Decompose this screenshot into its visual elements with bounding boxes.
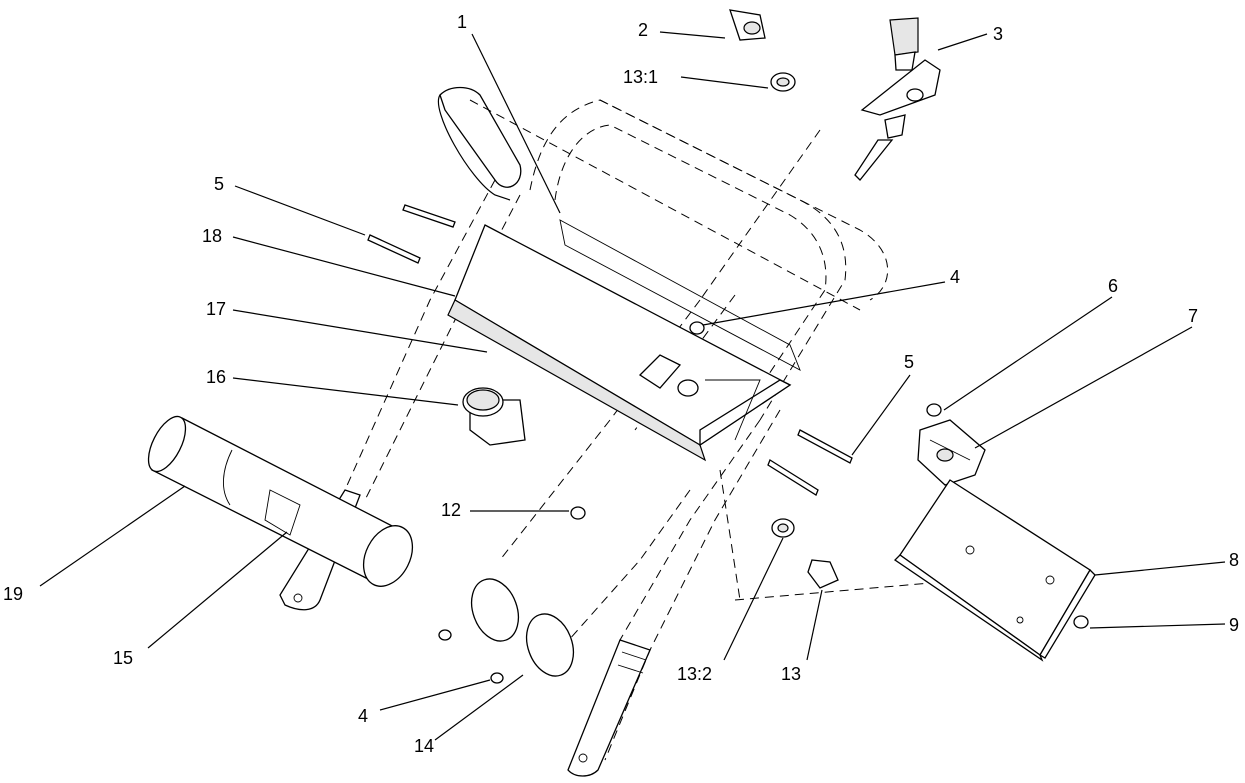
callout-7: 7 [1188,306,1198,326]
leader-lines [39,31,1226,741]
indicator-light [771,518,839,589]
callout-9: 9 [1229,615,1239,635]
hose-clamps [470,578,575,677]
callout-13: 13 [781,664,801,684]
callout-1: 1 [457,12,467,32]
bolts [367,204,853,496]
callout-16: 16 [206,367,226,387]
callout-15: 15 [113,648,133,668]
small-hardware [438,321,1089,684]
throttle-lever [854,17,941,181]
callout-13-2: 13:2 [677,664,712,684]
callout-5-left: 5 [214,174,224,194]
grip-tube [147,415,414,587]
knob-and-nut [729,9,796,92]
callout-8: 8 [1229,550,1239,570]
key-switch [462,387,526,446]
callout-6: 6 [1108,276,1118,296]
callout-19: 19 [3,584,23,604]
right-leg-tube [567,639,651,777]
control-panel-box [447,219,801,462]
relay-connector [917,419,986,486]
callout-labels: 1 2 3 4 4 5 5 6 7 8 9 12 13 13:1 13:2 14… [3,12,1239,756]
mounting-bracket [893,479,1096,662]
callout-14: 14 [414,736,434,756]
callout-3: 3 [993,24,1003,44]
callout-17: 17 [206,299,226,319]
callout-12: 12 [441,500,461,520]
callout-5-right: 5 [904,352,914,372]
callout-18: 18 [202,226,222,246]
callout-4-lower: 4 [358,706,368,726]
callout-4-upper: 4 [950,267,960,287]
callout-2: 2 [638,20,648,40]
callout-13-1: 13:1 [623,67,658,87]
